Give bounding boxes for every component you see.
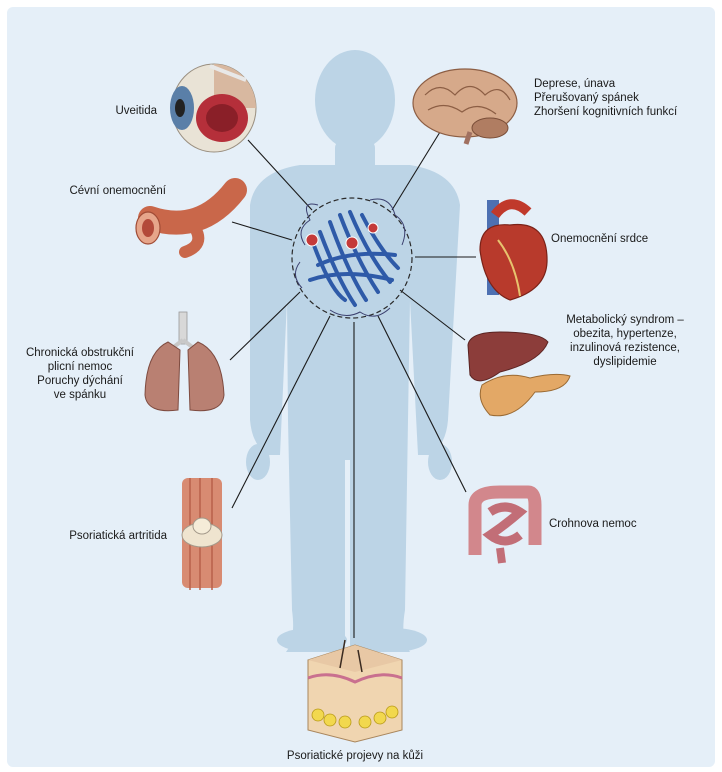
connector-brain [391, 131, 441, 211]
label-skin: Psoriatické projevy na kůži [286, 750, 424, 762]
eye-cross-section-icon [170, 63, 257, 153]
label-crohn: Crohnova nemoc [549, 518, 637, 530]
label-lungs: Chronická obstrukční plicní nemoc Poruch… [25, 347, 135, 401]
label-brain: Deprese, únava Přerušovaný spánek Zhorše… [534, 78, 678, 118]
skin-cross-section-icon [307, 639, 403, 743]
label-arthritis: Psoriatická artritida [69, 530, 167, 542]
blood-vessel-icon [135, 178, 247, 258]
human-silhouette [246, 50, 460, 652]
intestine-icon [468, 485, 542, 564]
lungs-icon [144, 311, 225, 412]
label-uveitis: Uveitida [115, 105, 157, 117]
connector-liver [399, 289, 466, 341]
connector-vessel [231, 221, 293, 241]
brain-icon [412, 68, 518, 145]
connector-intestine [377, 315, 467, 493]
connector-lines [229, 131, 476, 638]
connector-lungs [229, 291, 301, 361]
knee-joint-icon [181, 478, 223, 590]
protein-structure-icon [291, 197, 413, 319]
label-vascular: Cévní onemocnění [69, 185, 166, 197]
connector-knee [231, 315, 331, 509]
heart-icon [479, 199, 548, 301]
label-metabolic: Metabolický syndrom – obezita, hypertenz… [566, 314, 684, 368]
label-heart: Onemocnění srdce [551, 233, 649, 245]
connector-eye [247, 139, 313, 211]
liver-pancreas-icon [467, 331, 571, 417]
